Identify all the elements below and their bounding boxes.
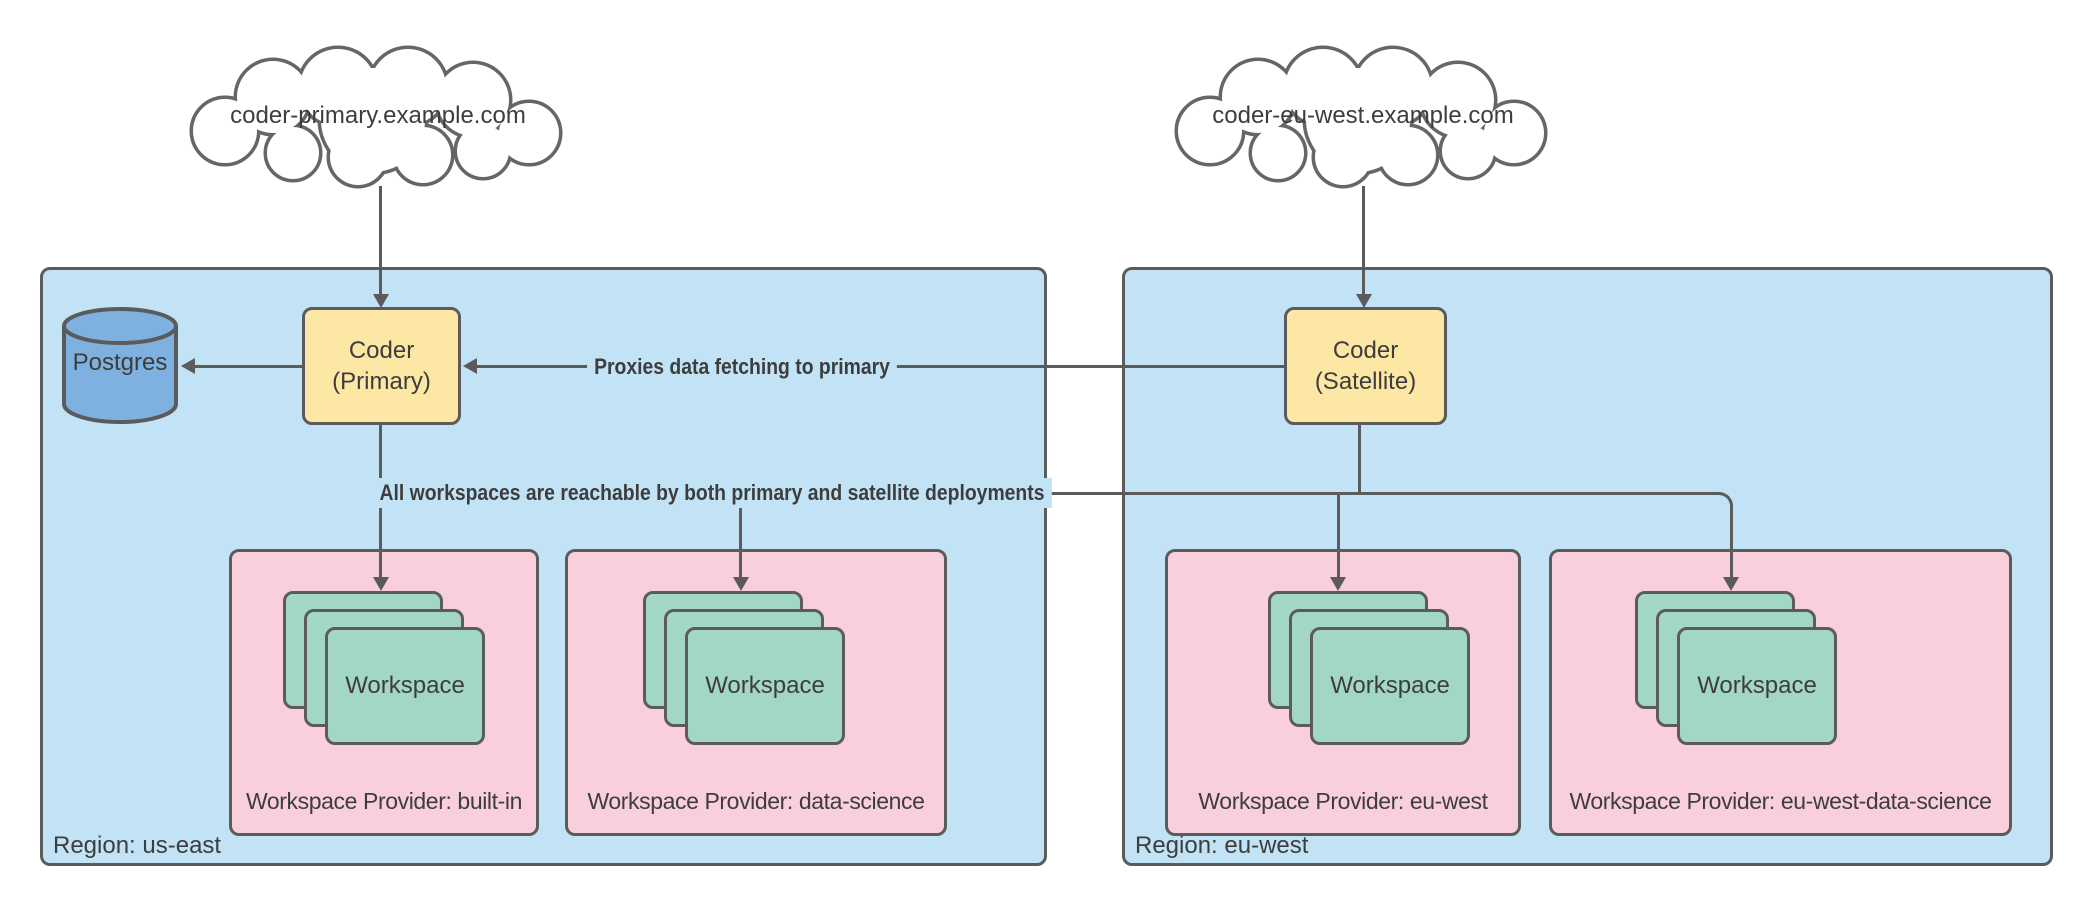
region-us-east-label: Region: us-east <box>53 832 222 859</box>
workspace-provider-eu-west-data-science: Workspace Workspace Provider: eu-west-da… <box>1549 549 2012 836</box>
arrowhead-into-postgres <box>181 358 195 374</box>
workspace-card: Workspace <box>1677 627 1837 745</box>
arrowhead-into-satellite <box>1356 294 1372 308</box>
edge-workspaces-bus <box>380 492 1733 518</box>
workspace-provider-label: Workspace Provider: eu-west-data-science <box>1569 788 1992 814</box>
coder-satellite-node: Coder (Satellite) <box>1284 307 1447 425</box>
primary-domain-label: coder-primary.example.com <box>230 102 526 129</box>
coder-primary-title: Coder <box>348 336 415 364</box>
dns-cloud-primary: coder-primary.example.com <box>173 45 583 193</box>
workspace-provider-eu-west: Workspace Workspace Provider: eu-west <box>1165 549 1521 836</box>
workspace-card-label: Workspace <box>345 672 465 699</box>
coder-primary-node: Coder (Primary) <box>302 307 461 425</box>
arrowhead-proxies-into-primary <box>463 358 477 374</box>
workspace-provider-built-in: Workspace Workspace Provider: built-in <box>229 549 539 836</box>
workspace-provider-data-science: Workspace Workspace Provider: data-scien… <box>565 549 947 836</box>
workspace-stack: Workspace <box>1635 591 1837 745</box>
edge-branch-eu-west <box>1337 495 1340 577</box>
arrowhead-into-built-in-stack <box>373 577 389 591</box>
arrowhead-into-data-science-stack <box>733 577 749 591</box>
coder-primary-subtitle: (Primary) <box>332 368 431 395</box>
database-cylinder-icon <box>62 307 178 424</box>
edge-cloud-to-primary <box>379 186 382 294</box>
workspace-stack: Workspace <box>1268 591 1470 745</box>
proxies-edge-label: Proxies data fetching to primary <box>587 352 897 382</box>
edge-branch-data-science <box>739 495 742 577</box>
region-eu-west-label: Region: eu-west <box>1135 832 1309 859</box>
workspace-stack: Workspace <box>643 591 845 745</box>
workspace-card-label: Workspace <box>705 672 825 699</box>
postgres-database: Postgres <box>59 305 181 427</box>
workspace-card-label: Workspace <box>1697 672 1817 699</box>
edge-primary-to-postgres <box>195 365 302 368</box>
cloud-icon <box>1174 45 1548 189</box>
workspace-provider-label: Workspace Provider: data-science <box>587 788 925 814</box>
arrowhead-into-eu-west-data-science-stack <box>1723 577 1739 591</box>
cloud-icon <box>189 45 563 189</box>
workspace-card: Workspace <box>685 627 845 745</box>
reachable-edge-label: All workspaces are reachable by both pri… <box>372 478 1052 508</box>
workspace-provider-label: Workspace Provider: built-in <box>246 788 522 814</box>
edge-branch-eu-west-data-science <box>1730 516 1733 577</box>
edge-satellite-to-workspaces <box>1358 425 1361 494</box>
postgres-label: Postgres <box>72 349 168 376</box>
dns-cloud-satellite: coder-eu-west.example.com <box>1158 45 1568 193</box>
workspace-stack: Workspace <box>283 591 485 745</box>
workspace-card: Workspace <box>325 627 485 745</box>
workspace-card-label: Workspace <box>1330 672 1450 699</box>
satellite-domain-label: coder-eu-west.example.com <box>1212 102 1514 129</box>
arrowhead-into-primary <box>373 294 389 308</box>
edge-cloud-to-satellite <box>1362 186 1365 294</box>
workspace-card: Workspace <box>1310 627 1470 745</box>
coder-satellite-subtitle: (Satellite) <box>1314 368 1417 395</box>
coder-satellite-title: Coder <box>1332 336 1399 364</box>
arrowhead-into-eu-west-stack <box>1330 577 1346 591</box>
workspace-provider-label: Workspace Provider: eu-west <box>1198 788 1488 814</box>
